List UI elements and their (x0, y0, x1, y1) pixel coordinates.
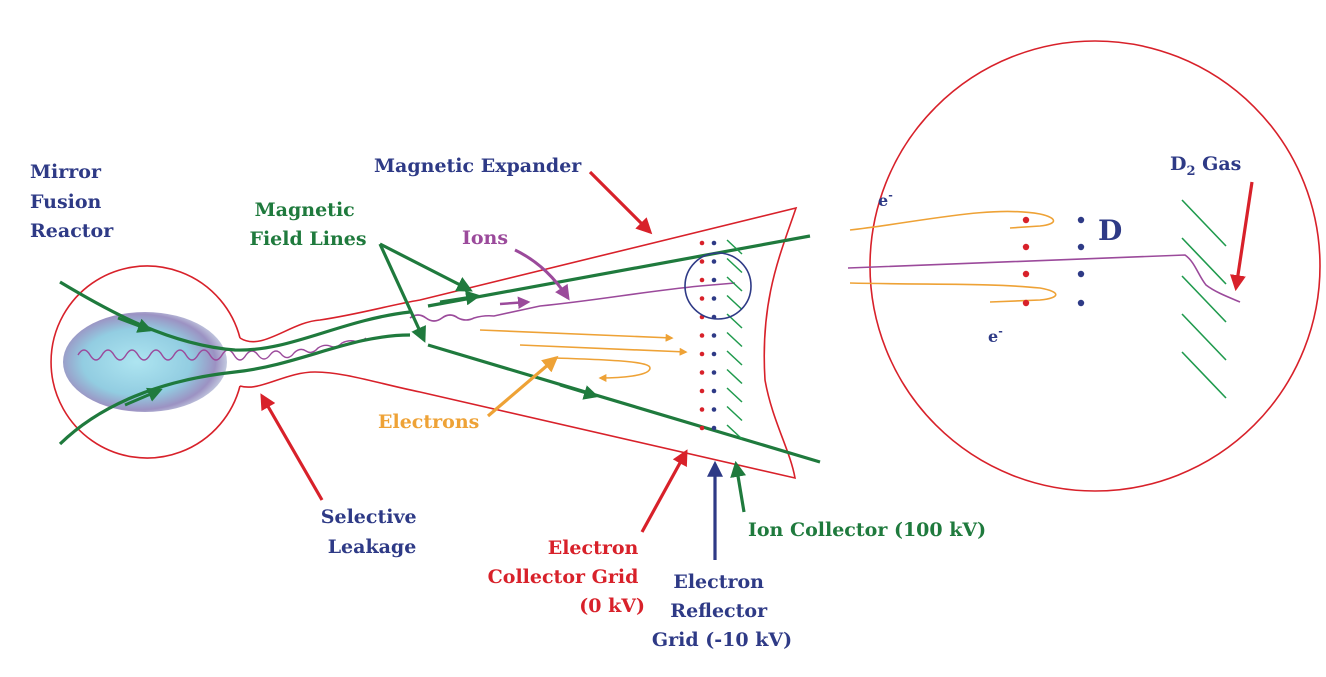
reflector-grid-dot (711, 425, 717, 431)
collector-grid-dot (699, 259, 705, 264)
inset-electron-trajectory-bottom (849, 282, 1057, 303)
mirror-fusion-reactor-label: Mirror Fusion Reactor (30, 161, 114, 242)
reflector-grid-dot (711, 259, 717, 264)
reflector-grid-dot (711, 388, 717, 394)
ion-collector-plate (726, 368, 743, 385)
electron-reflector-grid (711, 240, 717, 431)
ion-collector-plate (726, 350, 743, 366)
reflector-grid-dot (711, 240, 717, 246)
collector-grid-dot (699, 407, 705, 412)
ion-collector-plate (726, 257, 743, 274)
selective-leakage-label: Selective Leakage (321, 506, 423, 558)
ion-collector-plate (726, 313, 743, 329)
ion-collector-plate (726, 424, 743, 440)
magnetic-field-lines-label: Magnetic Field Lines (249, 199, 366, 250)
inset-electron-trajectory-top (849, 210, 1055, 231)
reflector-grid-dot (711, 407, 717, 412)
collector-grid-dot (699, 425, 705, 431)
reflector-grid-dot (711, 370, 717, 375)
reflector-grid-dot (711, 277, 717, 283)
ion-arrow-icon (499, 296, 531, 309)
zoom-circle (684, 252, 752, 320)
deuterium-label: D (1098, 214, 1122, 247)
reflector-grid-dot (711, 333, 717, 338)
plasma (63, 312, 227, 412)
inset-ion-collector-plates (1181, 199, 1227, 399)
label-arrows (260, 170, 746, 560)
collector-grid-dot (699, 370, 705, 375)
ion-collector-plates (726, 239, 743, 440)
reflector-grid-dot (711, 351, 717, 357)
ion-collector-plate (726, 405, 743, 422)
electron-reflector-grid-label: Electron Reflector Grid (-10 kV) (652, 571, 792, 651)
electrons-label: Electrons (378, 411, 479, 433)
electron-bottom-label: e- (988, 325, 1003, 346)
electron-collector-grid (699, 240, 705, 431)
electron-collector-grid-label: Electron Collector Grid (0 kV) (488, 537, 645, 617)
collector-grid-dot (699, 277, 705, 283)
inset-reflector-dots (1077, 216, 1085, 307)
collector-grid-dot (699, 240, 705, 246)
magnetic-expander-label: Magnetic Expander (374, 155, 582, 177)
reactor-vessel (50, 206, 798, 480)
d2-gas-label: D2 Gas (1170, 153, 1241, 179)
ion-collector-plate (726, 276, 743, 292)
electron-top-label: e- (878, 189, 893, 210)
electron-trajectories (479, 329, 688, 382)
ion-trajectory (409, 282, 736, 322)
ion-collector-plate (726, 387, 743, 403)
inset-collector-dots (1022, 216, 1030, 307)
magnetic-expander-outline (239, 206, 798, 480)
ions-label: Ions (462, 227, 508, 249)
inset-ion-trajectory (847, 254, 1241, 303)
collector-grid-dot (699, 333, 705, 338)
collector-grid-dot (699, 388, 705, 394)
field-lines (58, 234, 821, 464)
zoom-inset (847, 40, 1321, 492)
ion-collector-plate (726, 331, 743, 348)
ion-collector-plate (726, 294, 743, 311)
ion-collector-plate (726, 239, 743, 255)
collector-grid-dot (699, 296, 705, 301)
collector-grid-dot (699, 351, 705, 357)
ion-collector-label: Ion Collector (100 kV) (748, 519, 986, 541)
plasma-trajectory (77, 337, 367, 361)
reflector-grid-dot (711, 296, 717, 301)
